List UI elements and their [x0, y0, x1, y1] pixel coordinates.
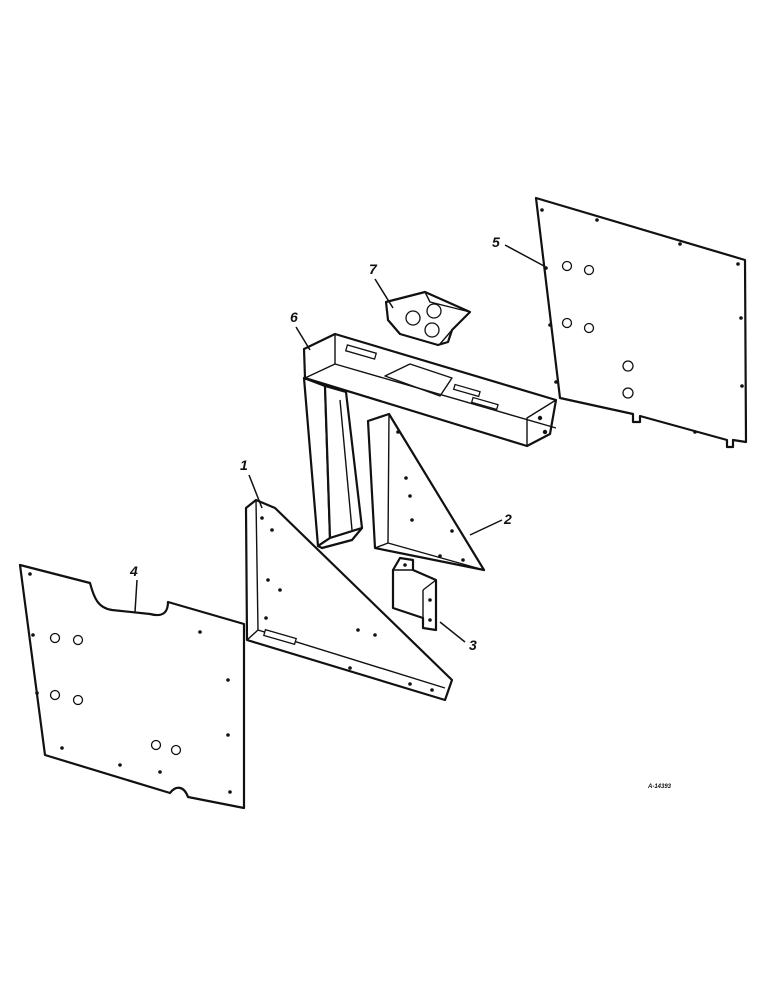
callout-4: 4 [129, 563, 138, 613]
drawing-number: A-14393 [647, 784, 672, 790]
callout-2: 2 [469, 511, 512, 536]
callout-5: 5 [492, 234, 545, 267]
callout-label-3: 3 [469, 637, 477, 653]
part-6-support-frame [302, 332, 558, 550]
callout-label-5: 5 [492, 234, 500, 250]
part-1-left-gusset [244, 498, 454, 702]
callout-label-1: 1 [240, 457, 248, 473]
part-5-mounting-holes [540, 208, 744, 434]
callout-7: 7 [369, 261, 394, 309]
callout-label-2: 2 [503, 511, 512, 527]
callout-label-4: 4 [129, 563, 138, 579]
callout-label-7: 7 [369, 261, 378, 277]
part-7-hole-bracket [384, 290, 472, 347]
callout-6: 6 [290, 309, 311, 351]
part-4-left-side-panel [18, 563, 246, 810]
callout-label-6: 6 [290, 309, 298, 325]
part-3-angle-bracket [391, 556, 438, 632]
callout-1: 1 [240, 457, 263, 509]
part-5-rear-panel [534, 196, 748, 449]
part-4-mounting-holes [28, 572, 232, 794]
callout-3: 3 [439, 621, 477, 653]
part-2-right-gusset [366, 412, 486, 572]
